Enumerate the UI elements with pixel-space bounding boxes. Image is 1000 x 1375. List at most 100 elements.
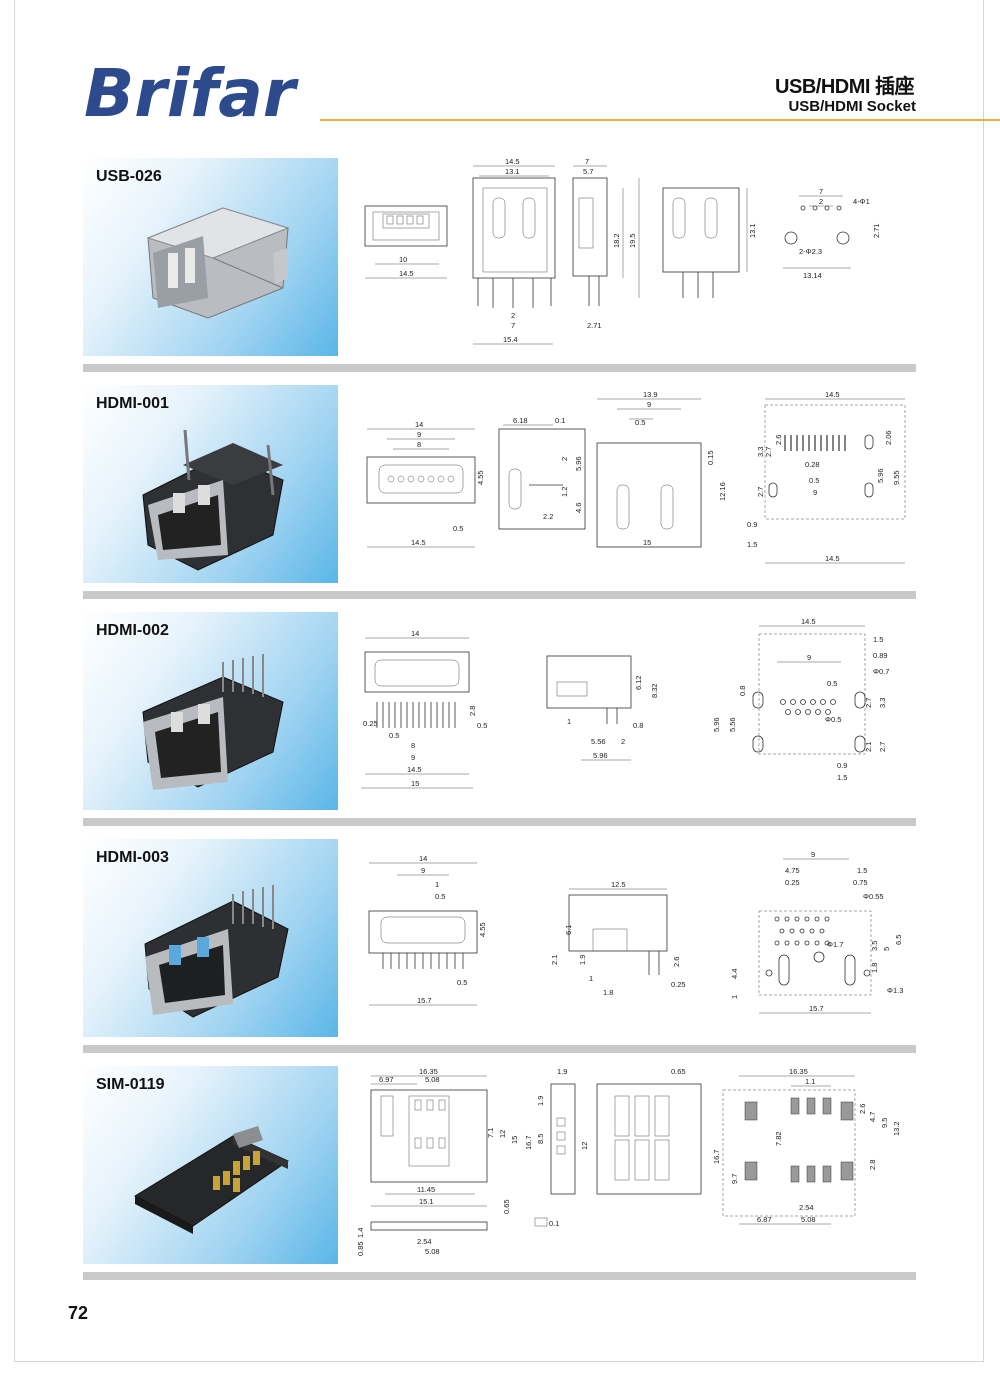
- product-name: HDMI-002: [96, 622, 169, 639]
- dimension-label: 0.1: [555, 416, 565, 425]
- dimension-label: 15.7: [809, 1004, 824, 1013]
- technical-drawings: 10 14.5 14.5 13.1 2 7 15.4 7 5.7 2.71 18…: [364, 158, 881, 345]
- dimension-label: 13.1: [505, 167, 520, 176]
- dimension-label: 15.7: [417, 996, 432, 1005]
- dimension-label: 2.71: [587, 321, 602, 330]
- dimension-label: 5.56: [591, 737, 606, 746]
- dimension-label: Φ1.7: [827, 940, 843, 949]
- technical-drawings: 14 2.8 0.25 0.5 0.5 8 9 14.5 15 6.12 8.3…: [361, 617, 889, 789]
- dimension-label: 9: [417, 430, 421, 439]
- dimension-label: 2.6: [858, 1104, 867, 1114]
- dimension-label: Φ1.3: [887, 986, 903, 995]
- dimension-label: 6.12: [634, 675, 643, 690]
- product-photo: HDMI-003: [83, 839, 338, 1037]
- dimension-label: 1.5: [837, 773, 847, 782]
- product-name: USB-026: [96, 168, 162, 185]
- dimension-label: 14.5: [411, 538, 426, 547]
- dimension-label: 14.5: [801, 617, 816, 626]
- dimension-label: 6.97: [379, 1075, 394, 1084]
- technical-drawings: 16.35 6.97 5.08 7.1 12 15 16.7 11.45 15.…: [356, 1067, 901, 1256]
- dimension-label: 5.08: [425, 1075, 440, 1084]
- dimension-label: 7: [819, 187, 823, 196]
- dimension-label: 2.2: [543, 512, 553, 521]
- dimension-label: 5.08: [425, 1247, 440, 1256]
- dimension-label: 12: [498, 1130, 507, 1138]
- dimension-label: 0.5: [389, 731, 399, 740]
- dimension-label: 15: [510, 1136, 519, 1144]
- dimension-label: 14: [415, 420, 423, 429]
- dimension-label: 4.6: [574, 503, 583, 513]
- dimension-label: 7: [511, 321, 515, 330]
- dimension-label: 11.45: [417, 1185, 435, 1194]
- dimension-label: 5: [882, 947, 891, 951]
- product-name: SIM-0119: [96, 1076, 165, 1093]
- dimension-label: 1.9: [536, 1096, 545, 1106]
- dimension-label: 1: [730, 995, 739, 999]
- hdmi-socket-image: [142, 429, 284, 571]
- dimension-label: 0.5: [477, 721, 487, 730]
- dimension-label: 12: [580, 1142, 589, 1150]
- dimension-label: 6.1: [564, 925, 573, 935]
- dimension-label: 1.5: [747, 540, 757, 549]
- dimension-label: 2-Φ2.3: [799, 247, 822, 256]
- hdmi-socket-image: [144, 885, 289, 1018]
- dimension-label: 2.71: [872, 223, 881, 238]
- dimension-label: 8.32: [650, 683, 659, 698]
- dimension-label: 2.8: [468, 706, 477, 716]
- dimension-label: 2.54: [417, 1237, 432, 1246]
- dimension-label: 16.7: [524, 1135, 533, 1150]
- dimension-label: 0.1: [549, 1219, 559, 1228]
- dimension-label: 2.8: [868, 1160, 877, 1170]
- dimension-label: 0.25: [671, 980, 686, 989]
- dimension-label: 0.5: [453, 524, 463, 533]
- dimension-label: 2: [560, 457, 569, 461]
- dimension-label: 2.7: [756, 487, 765, 497]
- dimension-label: 14: [419, 854, 427, 863]
- dimension-label: 0.9: [837, 761, 847, 770]
- product-name: HDMI-003: [96, 849, 169, 866]
- section-divider: [83, 364, 916, 372]
- product-photo: USB-026: [83, 158, 338, 356]
- dimension-label: 8: [411, 741, 415, 750]
- dimension-label: 9.7: [730, 1174, 739, 1184]
- dimension-label: 6.87: [757, 1215, 772, 1224]
- dimension-label: 0.65: [671, 1067, 686, 1076]
- dimension-label: 16.35: [419, 1067, 438, 1076]
- dimension-label: 2: [819, 197, 823, 206]
- product-section-hdmi-002: HDMI-002 14 2.8 0.25 0.5 0.5 8 9 14.5 15…: [83, 612, 916, 826]
- dimension-label: Φ0.5: [825, 715, 841, 724]
- dimension-label: 6.5: [894, 935, 903, 945]
- dimension-label: 0.65: [502, 1199, 511, 1214]
- dimension-label: 0.5: [635, 418, 645, 427]
- product-section-hdmi-001: HDMI-001 14 9 8 4.55 0.5 14.5 6.18 0.1 2…: [83, 385, 916, 599]
- section-divider: [83, 1045, 916, 1053]
- dimension-label: 14.5: [505, 158, 520, 166]
- dimension-label: 2: [511, 311, 515, 320]
- dimension-label: 14.5: [825, 390, 840, 399]
- dimension-label: 18.2: [612, 233, 621, 248]
- dimension-label: 6.18: [513, 416, 528, 425]
- dimension-label: 8.5: [536, 1134, 545, 1144]
- dimension-label: 1.1: [805, 1077, 815, 1086]
- dimension-label: 14.5: [825, 554, 840, 563]
- dimension-label: 15: [411, 779, 419, 788]
- dimension-label: 2.7: [878, 742, 887, 752]
- dimension-label: 5.7: [583, 167, 593, 176]
- product-name: HDMI-001: [96, 395, 169, 412]
- technical-drawings: 14 9 1 0.5 4.55 0.5 15.7 12.5 6.1 1.9 2.…: [368, 850, 903, 1014]
- dimension-label: 1: [435, 880, 439, 889]
- dimension-label: 13.9: [643, 390, 658, 399]
- dimension-label: 2: [621, 737, 625, 746]
- header-rule: [320, 119, 1000, 121]
- dimension-label: 0.5: [827, 679, 837, 688]
- dimension-label: 14: [411, 629, 419, 638]
- dimension-label: 1.9: [578, 955, 587, 965]
- dimension-label: 9: [421, 866, 425, 875]
- dimension-label: 1.8: [870, 963, 879, 973]
- dimension-label: 9: [811, 850, 815, 859]
- dimension-label: 0.5: [457, 978, 467, 987]
- dimension-label: 3.3: [756, 447, 765, 457]
- brifar-logo: Brifar: [84, 55, 296, 132]
- product-photo: SIM-0119: [83, 1066, 338, 1264]
- dimension-label: 4.55: [478, 922, 487, 937]
